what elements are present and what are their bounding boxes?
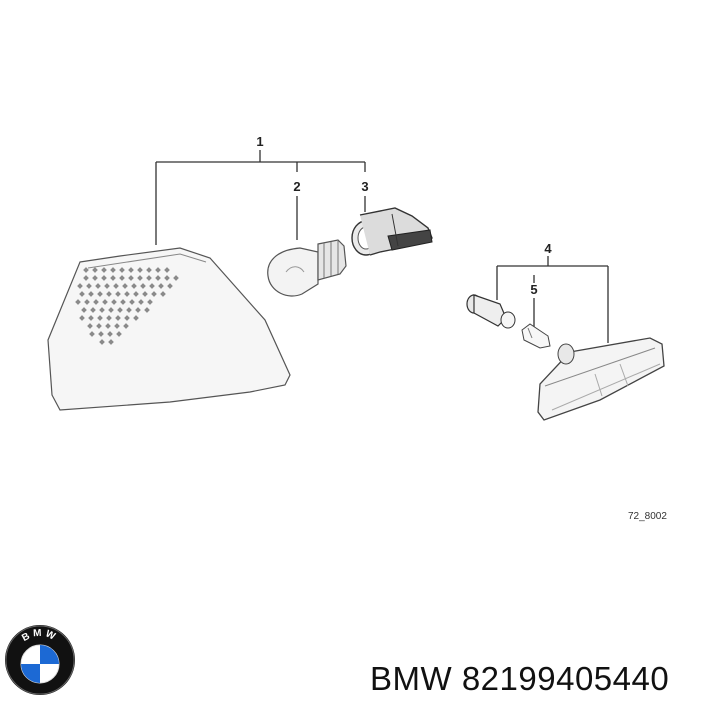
lens-texture-dot bbox=[84, 299, 90, 305]
lens-texture-dot bbox=[95, 283, 101, 289]
lens-texture-dot bbox=[117, 307, 123, 313]
logo-text: BMW bbox=[20, 628, 59, 644]
lens-texture-dot bbox=[92, 267, 98, 273]
callout-4: 4 bbox=[544, 241, 552, 256]
diagram-reference-code: 72_8002 bbox=[628, 511, 667, 522]
lens-texture-dot bbox=[131, 283, 137, 289]
lens-texture-dot bbox=[115, 291, 121, 297]
lens-texture-dot bbox=[146, 267, 152, 273]
lens-texture-dot bbox=[88, 315, 94, 321]
lens-texture-dot bbox=[147, 299, 153, 305]
lens-texture-dot bbox=[106, 291, 112, 297]
lens-texture-dot bbox=[128, 267, 134, 273]
lens-texture-dot bbox=[87, 323, 93, 329]
lens-texture-dot bbox=[99, 339, 105, 345]
callout-1: 1 bbox=[256, 134, 263, 149]
lens-texture-dot bbox=[158, 283, 164, 289]
lens-texture-dot bbox=[97, 291, 103, 297]
lens-texture-dot bbox=[120, 299, 126, 305]
lens-texture-dot bbox=[108, 307, 114, 313]
lens-texture-dot bbox=[119, 267, 125, 273]
bulb-socket bbox=[351, 207, 433, 256]
lens-texture-dot bbox=[105, 323, 111, 329]
lens-texture-dot bbox=[149, 283, 155, 289]
lens-texture-dot bbox=[83, 267, 89, 273]
lens-texture-dot bbox=[116, 331, 122, 337]
lens-texture-dot bbox=[115, 315, 121, 321]
callout-2: 2 bbox=[293, 179, 300, 194]
lens-texture-dot bbox=[160, 291, 166, 297]
lens-texture-dot bbox=[98, 331, 104, 337]
lens-texture-dot bbox=[110, 267, 116, 273]
lens-texture-dot bbox=[144, 307, 150, 313]
lens-texture-dot bbox=[155, 267, 161, 273]
callout-5: 5 bbox=[530, 282, 537, 297]
lens-texture-dot bbox=[96, 323, 102, 329]
lens-texture-dot bbox=[114, 323, 120, 329]
brand-name: BMW bbox=[370, 660, 453, 697]
lens-texture-dot bbox=[97, 315, 103, 321]
lens-texture-dot bbox=[137, 275, 143, 281]
part-number: 82199405440 bbox=[461, 660, 670, 697]
lens-texture-dot bbox=[140, 283, 146, 289]
lens-texture-dot bbox=[101, 267, 107, 273]
part-label: BMW 82199405440 bbox=[370, 660, 669, 698]
lens-texture-dot bbox=[124, 315, 130, 321]
lens-texture-dot bbox=[128, 275, 134, 281]
lens-texture-dot bbox=[138, 299, 144, 305]
lens-texture-dot bbox=[122, 283, 128, 289]
lens-texture-dot bbox=[119, 275, 125, 281]
lens-texture-dot bbox=[88, 291, 94, 297]
lens-texture-dot bbox=[173, 275, 179, 281]
lens-texture-dot bbox=[124, 291, 130, 297]
side-marker-lens bbox=[537, 337, 665, 421]
lens-texture-dot bbox=[79, 291, 85, 297]
lens-texture-dot bbox=[113, 283, 119, 289]
lens-texture-dot bbox=[164, 275, 170, 281]
lens-texture-dot bbox=[102, 299, 108, 305]
lens-texture-dot bbox=[77, 283, 83, 289]
lens-texture-dot bbox=[129, 299, 135, 305]
lens-texture-dot bbox=[142, 291, 148, 297]
lens-texture-dot bbox=[110, 275, 116, 281]
lens-texture-dot bbox=[104, 283, 110, 289]
bmw-logo: BMW bbox=[5, 625, 75, 695]
leader-lines bbox=[155, 150, 609, 343]
lens-texture-dot bbox=[93, 299, 99, 305]
lens-texture-dot bbox=[135, 307, 141, 313]
lens-texture-dot bbox=[86, 283, 92, 289]
lens-texture-dot bbox=[101, 275, 107, 281]
lens-texture-dot bbox=[92, 275, 98, 281]
callout-3: 3 bbox=[361, 179, 368, 194]
lens-texture-dot bbox=[133, 291, 139, 297]
lens-texture-dot bbox=[133, 315, 139, 321]
lens-texture-dot bbox=[111, 299, 117, 305]
wedge-bulb bbox=[521, 323, 551, 349]
lens-texture-dot bbox=[155, 275, 161, 281]
lens-texture-dot bbox=[123, 323, 129, 329]
lens-texture-dot bbox=[75, 299, 81, 305]
lens-texture-dot bbox=[151, 291, 157, 297]
lens-texture-dot bbox=[90, 307, 96, 313]
lens-texture-dot bbox=[167, 283, 173, 289]
lens-texture-dot bbox=[146, 275, 152, 281]
lens-texture-dot bbox=[137, 267, 143, 273]
lens-texture-dot bbox=[108, 339, 114, 345]
lens-texture-dot bbox=[126, 307, 132, 313]
side-marker-socket bbox=[466, 294, 516, 329]
bulb bbox=[267, 239, 347, 297]
lens-texture-dot bbox=[107, 331, 113, 337]
lens-texture-dot bbox=[89, 331, 95, 337]
lens-texture-dot bbox=[83, 275, 89, 281]
lens-texture-dot bbox=[99, 307, 105, 313]
lens-texture-dot bbox=[79, 315, 85, 321]
lens-texture-dot bbox=[106, 315, 112, 321]
lens-texture-dot bbox=[81, 307, 87, 313]
lens-texture-dot bbox=[164, 267, 170, 273]
corner-indicator-lens bbox=[47, 247, 291, 411]
